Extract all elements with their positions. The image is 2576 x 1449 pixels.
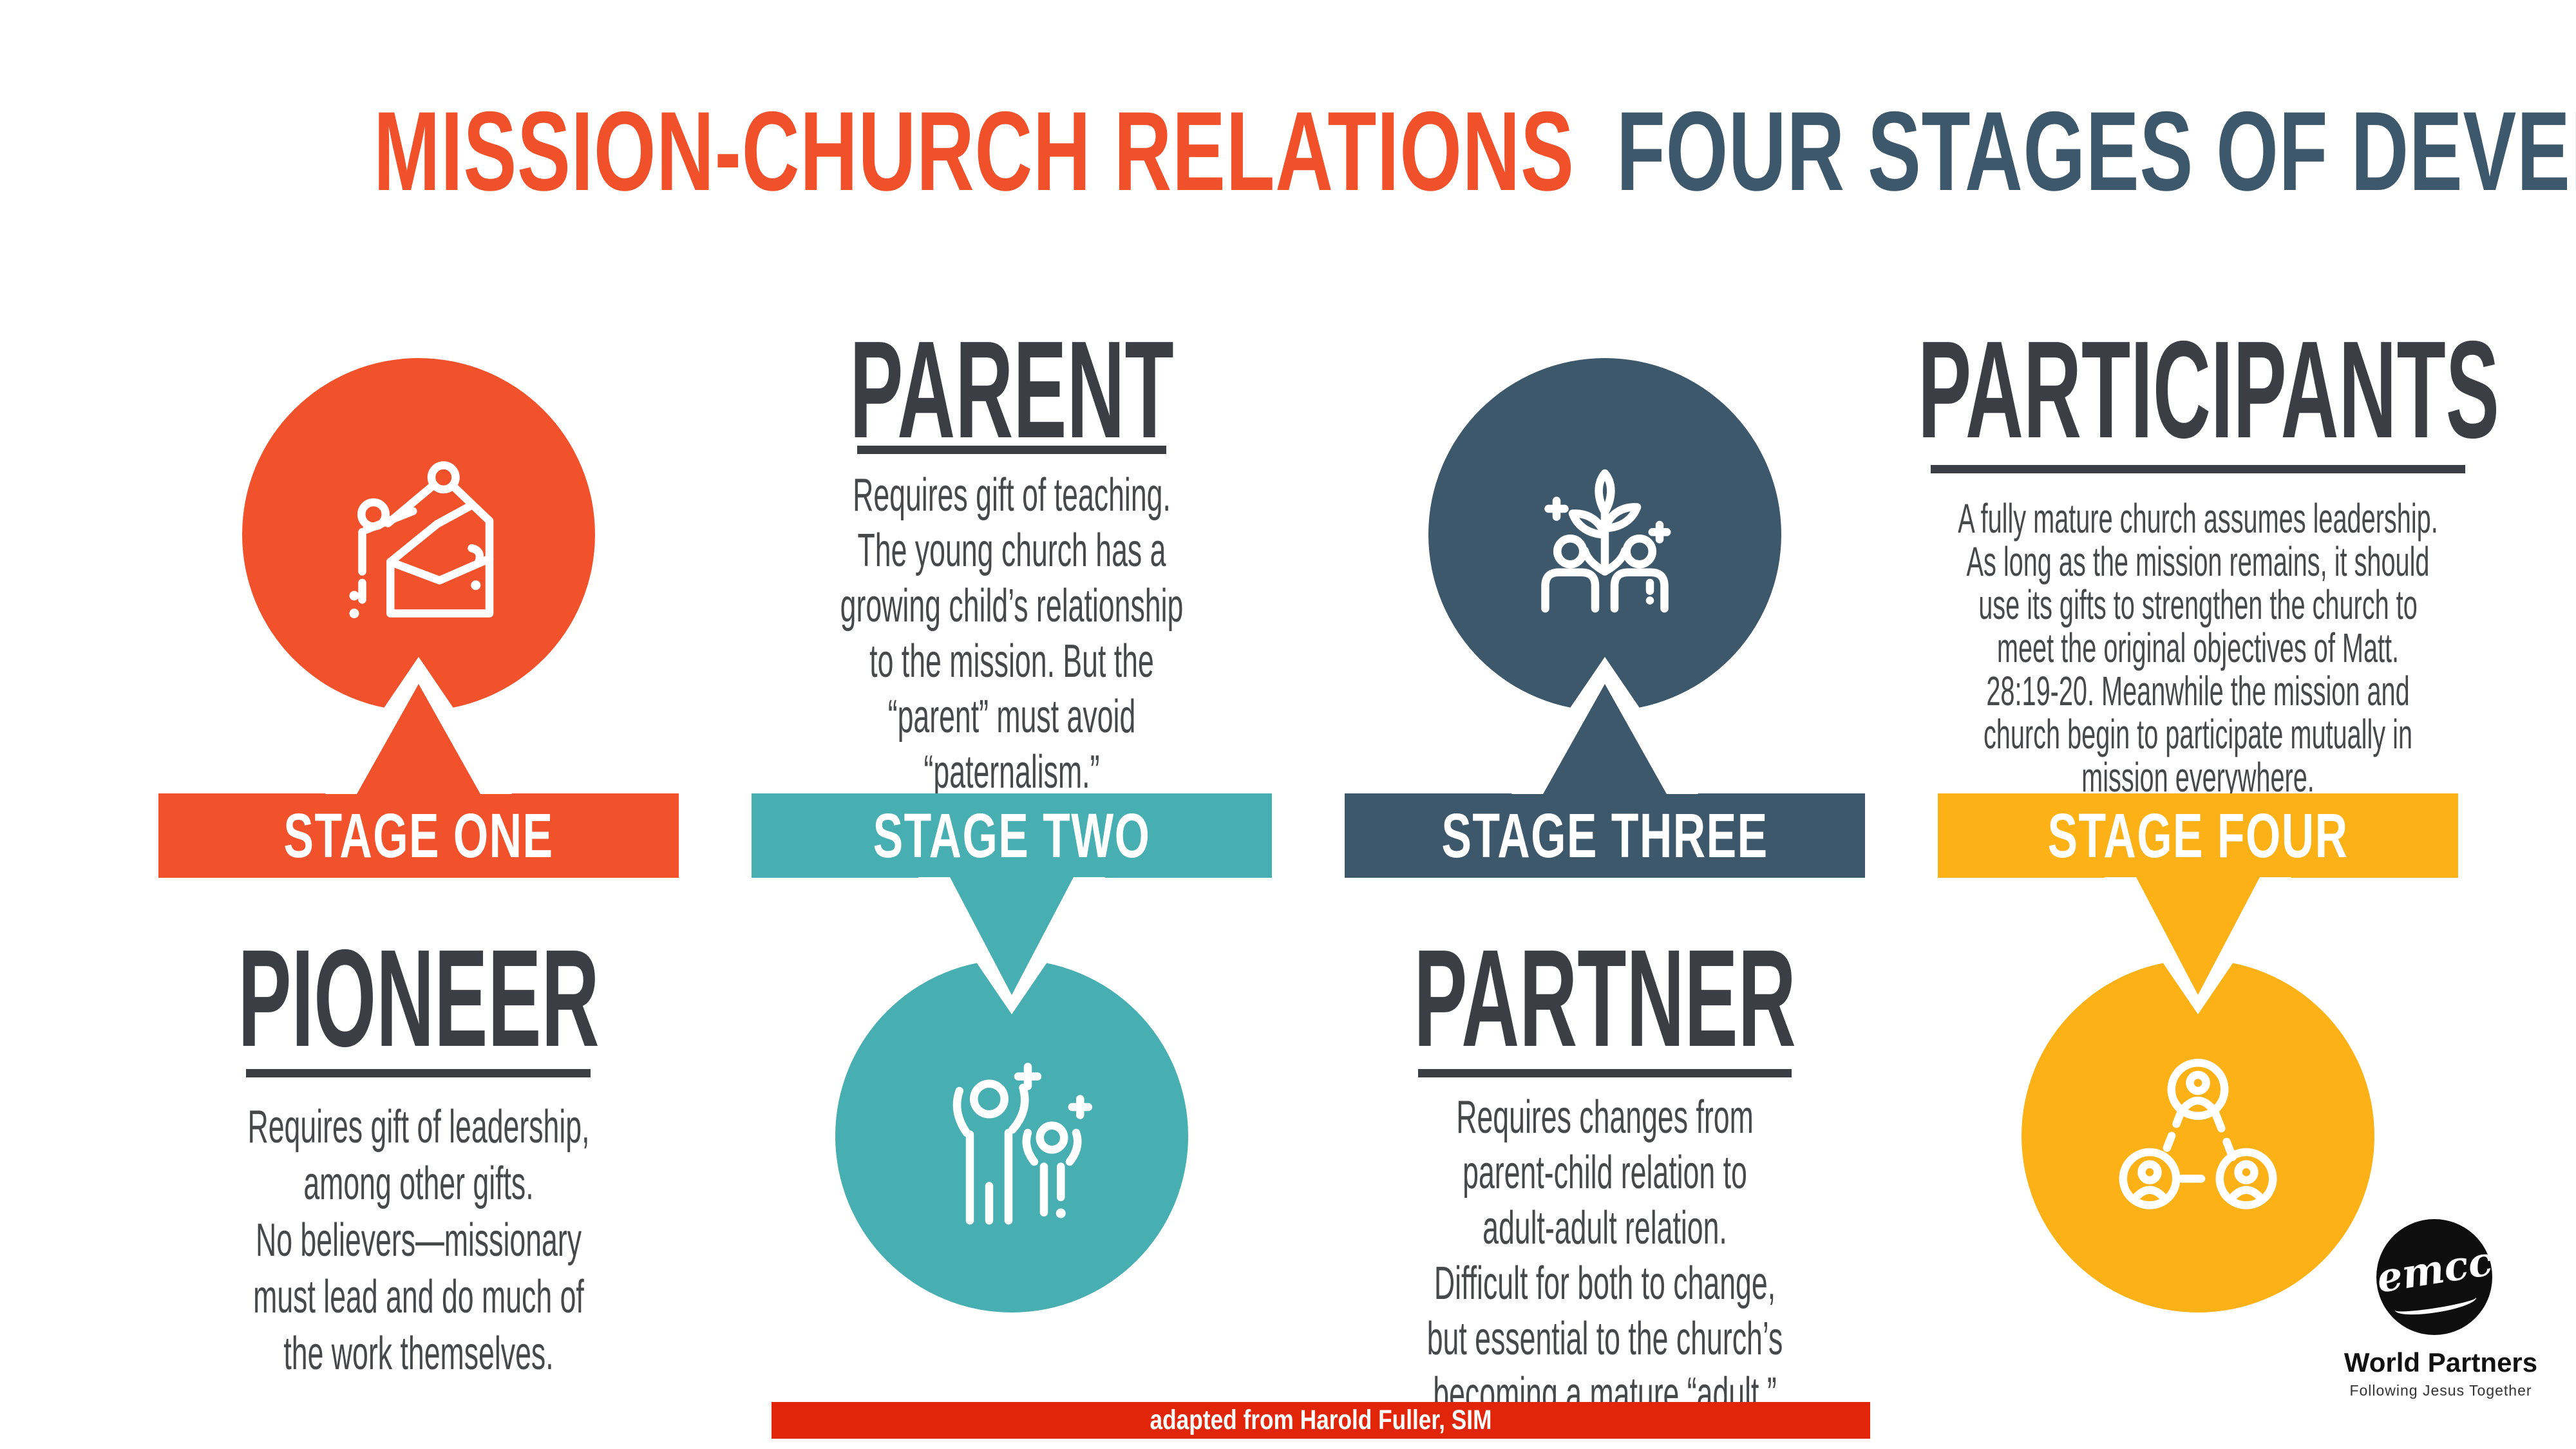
stage-four-circle — [2022, 960, 2374, 1312]
stage-three-description: Requires changes from parent-child relat… — [1426, 1092, 1783, 1420]
stage-three-connector-triangle — [1511, 657, 1698, 794]
stage-one-heading-underline — [246, 1069, 591, 1077]
stage-four-heading: PARTICIPANTS — [1918, 312, 2499, 467]
stage-two-heading-underline — [857, 446, 1166, 454]
stage-one-banner: STAGE ONE — [158, 793, 679, 878]
stage-four-heading-underline — [1931, 465, 2465, 473]
stage-two-heading: PARENT — [849, 312, 1174, 467]
stage-four-banner: STAGE FOUR — [1938, 793, 2458, 878]
logo-org-name: World Partners — [2344, 1347, 2538, 1378]
stage-three-heading-underline — [1418, 1069, 1792, 1077]
stage-one-connector-triangle — [325, 657, 512, 794]
stage-two-description: Requires gift of teaching. The young chu… — [840, 469, 1184, 798]
stage-four-description: A fully mature church assumes leadership… — [1958, 495, 2438, 800]
title-four-stages: FOUR STAGES OF DEVELOPMENT — [1616, 89, 2576, 214]
stage-one-banner-label: STAGE ONE — [283, 800, 554, 871]
emcc-logo-script: emcc — [2376, 1237, 2492, 1302]
emcc-world-partners-logo: emcc World Partners Following Jesus Toge… — [2318, 1211, 2563, 1410]
stage-two-connector-triangle — [918, 877, 1105, 1014]
stage-three-banner: STAGE THREE — [1345, 793, 1865, 878]
credit-bar: adapted from Harold Fuller, SIM — [772, 1402, 1870, 1439]
stage-two-banner: STAGE TWO — [752, 793, 1272, 878]
title-mission-church-relations: MISSION-CHURCH RELATIONS — [374, 89, 1575, 214]
emcc-logo-mark: emcc — [2376, 1219, 2492, 1335]
stage-one-description: Requires gift of leadership, among other… — [247, 1101, 590, 1379]
stage-three-heading: PARTNER — [1414, 920, 1796, 1075]
logo-tagline: Following Jesus Together — [2349, 1382, 2532, 1399]
stage-four-banner-label: STAGE FOUR — [2047, 800, 2349, 871]
stage-three-banner-label: STAGE THREE — [1441, 800, 1768, 871]
pioneer-climbing-help-icon — [349, 461, 494, 618]
credit-text: adapted from Harold Fuller, SIM — [1150, 1405, 1492, 1435]
stage-one-heading: PIONEER — [238, 920, 600, 1075]
parent-child-celebration-icon — [952, 1063, 1092, 1225]
network-participants-icon — [2119, 1059, 2277, 1209]
stage-two-banner-label: STAGE TWO — [873, 800, 1151, 871]
partners-growth-plant-icon — [1541, 469, 1671, 613]
stage-four-connector-triangle — [2105, 877, 2291, 1014]
